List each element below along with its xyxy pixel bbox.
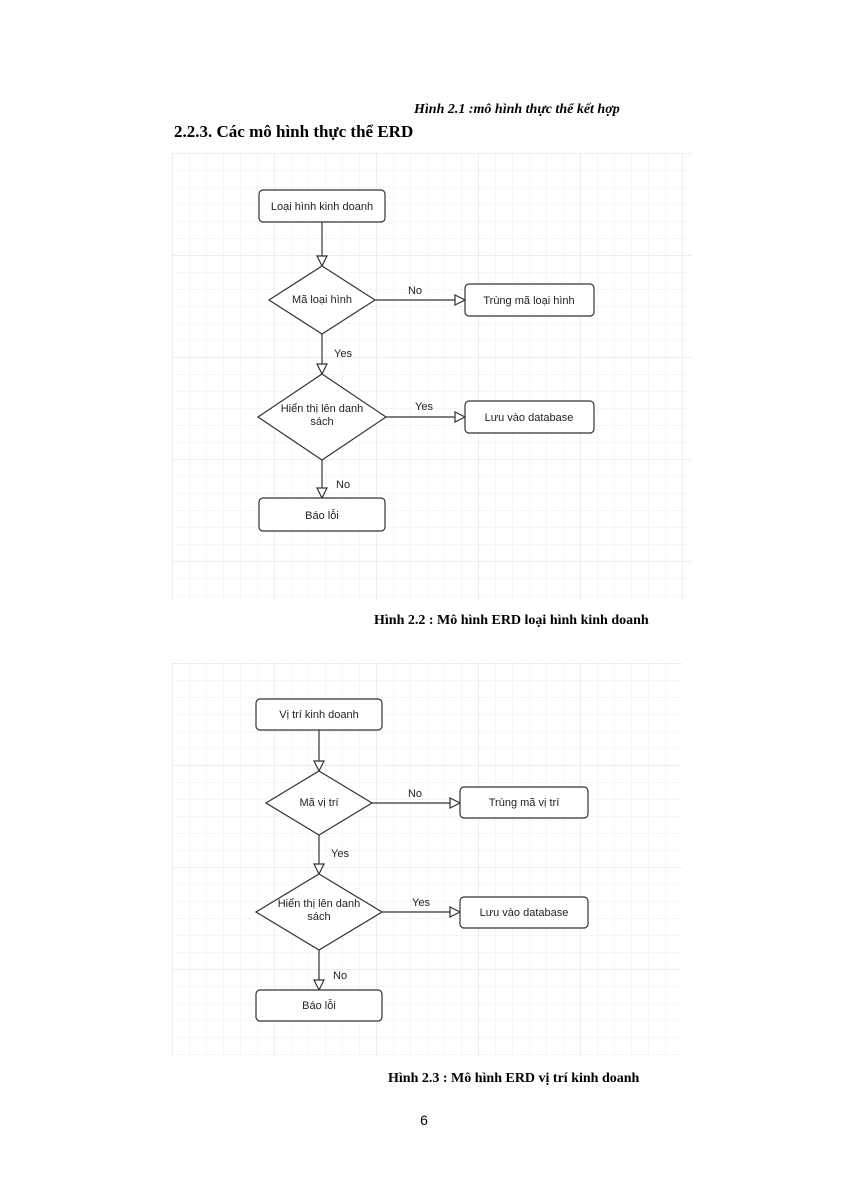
start-node-label: Vị trí kinh doanh <box>279 709 359 721</box>
edge-label-no: No <box>408 788 422 800</box>
edge-label-no: No <box>333 970 347 982</box>
grid-background <box>172 663 682 1056</box>
decision1-label: Mã loại hình <box>292 294 352 306</box>
arrowhead <box>316 255 328 268</box>
arrowhead <box>454 294 467 306</box>
decision1-label: Mã vị trí <box>299 797 338 809</box>
flowchart-canvas: Vị trí kinh doanh Mã vị trí No Trùng mã … <box>172 663 682 1056</box>
arrowhead <box>313 979 325 992</box>
arrowhead <box>454 411 467 423</box>
edge-label-yes: Yes <box>334 348 352 360</box>
page-number: 6 <box>420 1112 428 1128</box>
caption-text: : Mô hình ERD vị trí kinh doanh <box>439 1071 640 1086</box>
result1-node <box>459 786 589 819</box>
caption-label: Hình 2.3 <box>388 1071 440 1086</box>
flowchart-figure-2-3: Vị trí kinh doanh Mã vị trí No Trùng mã … <box>172 663 682 1056</box>
result2-node <box>459 896 589 929</box>
end-node-label: Báo lỗi <box>302 999 336 1012</box>
arrowhead <box>316 363 328 376</box>
section-heading: 2.2.3. Các mô hình thực thể ERD <box>174 122 414 141</box>
end-node <box>255 989 383 1022</box>
flowchart-canvas: Loại hình kinh doanh Mã loại hình No Trù… <box>172 153 692 601</box>
result1-node <box>464 283 595 317</box>
caption-label: Hình 2.2 <box>374 613 426 628</box>
flowchart-figure-2-2: Loại hình kinh doanh Mã loại hình No Trù… <box>172 153 692 601</box>
end-node <box>258 497 386 532</box>
start-node-label: Loại hình kinh doanh <box>271 201 373 213</box>
result2-node <box>464 400 595 434</box>
result1-label: Trùng mã vị trí <box>489 797 560 809</box>
arrowhead <box>449 906 462 918</box>
caption-label: Hình 2.1 <box>414 102 466 117</box>
arrowhead <box>316 487 328 500</box>
figure-2-2-caption: Hình 2.2 : Mô hình ERD loại hình kinh do… <box>374 613 649 629</box>
arrowhead <box>449 797 462 809</box>
edge-label-yes: Yes <box>412 897 430 909</box>
result2-label: Lưu vào database <box>480 907 569 919</box>
decision2-label-line2: sách <box>307 911 330 923</box>
edge-label-no: No <box>336 479 350 491</box>
edge-label-yes: Yes <box>415 401 433 413</box>
caption-text: :mô hình thực thể kết hợp <box>465 102 620 117</box>
figure-2-3-caption: Hình 2.3 : Mô hình ERD vị trí kinh doanh <box>388 1071 639 1087</box>
edge-label-yes: Yes <box>331 848 349 860</box>
result1-label: Trùng mã loại hình <box>483 295 574 307</box>
decision2-label-line2: sách <box>310 416 333 428</box>
end-node-label: Báo lỗi <box>305 509 339 522</box>
edge-label-no: No <box>408 285 422 297</box>
decision2-label-line1: Hiển thị lên danh <box>281 403 364 415</box>
grid-background <box>172 153 692 601</box>
figure-2-1-caption: Hình 2.1 :mô hình thực thể kết hợp <box>414 102 620 118</box>
arrowhead <box>313 760 325 773</box>
decision2-label-line1: Hiển thị lên danh <box>278 898 361 910</box>
result2-label: Lưu vào database <box>485 412 574 424</box>
arrowhead <box>313 863 325 876</box>
caption-text: : Mô hình ERD loại hình kinh doanh <box>425 613 649 628</box>
